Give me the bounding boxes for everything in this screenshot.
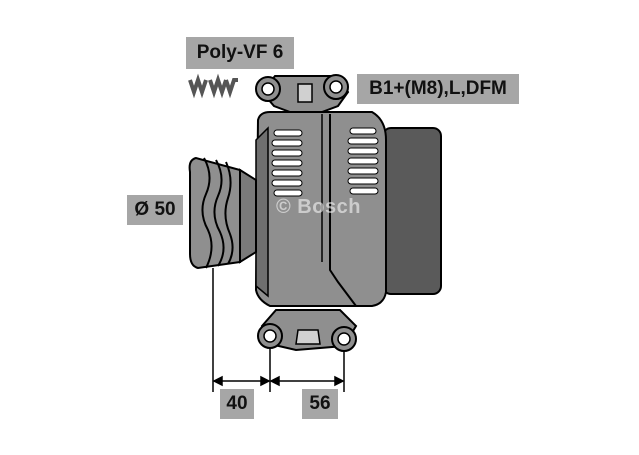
dimension-right-label: 56 xyxy=(302,389,338,419)
dimension-lines xyxy=(212,268,345,392)
pulley-diameter-label: Ø 50 xyxy=(127,195,183,225)
belt-profile-label: Poly-VF 6 xyxy=(186,37,294,69)
bosch-watermark: © Bosch xyxy=(276,196,361,218)
watermark-text: Bosch xyxy=(297,196,361,218)
bottom-mounting-bracket xyxy=(257,309,358,352)
connections-label: B1+(M8),L,DFM xyxy=(357,74,519,104)
belt-profile-icon xyxy=(188,73,238,99)
rear-cover xyxy=(382,127,442,295)
alternator-housing xyxy=(254,111,387,307)
top-mounting-bracket xyxy=(255,74,350,113)
dimension-left-label: 40 xyxy=(220,389,254,419)
pulley xyxy=(188,156,257,270)
